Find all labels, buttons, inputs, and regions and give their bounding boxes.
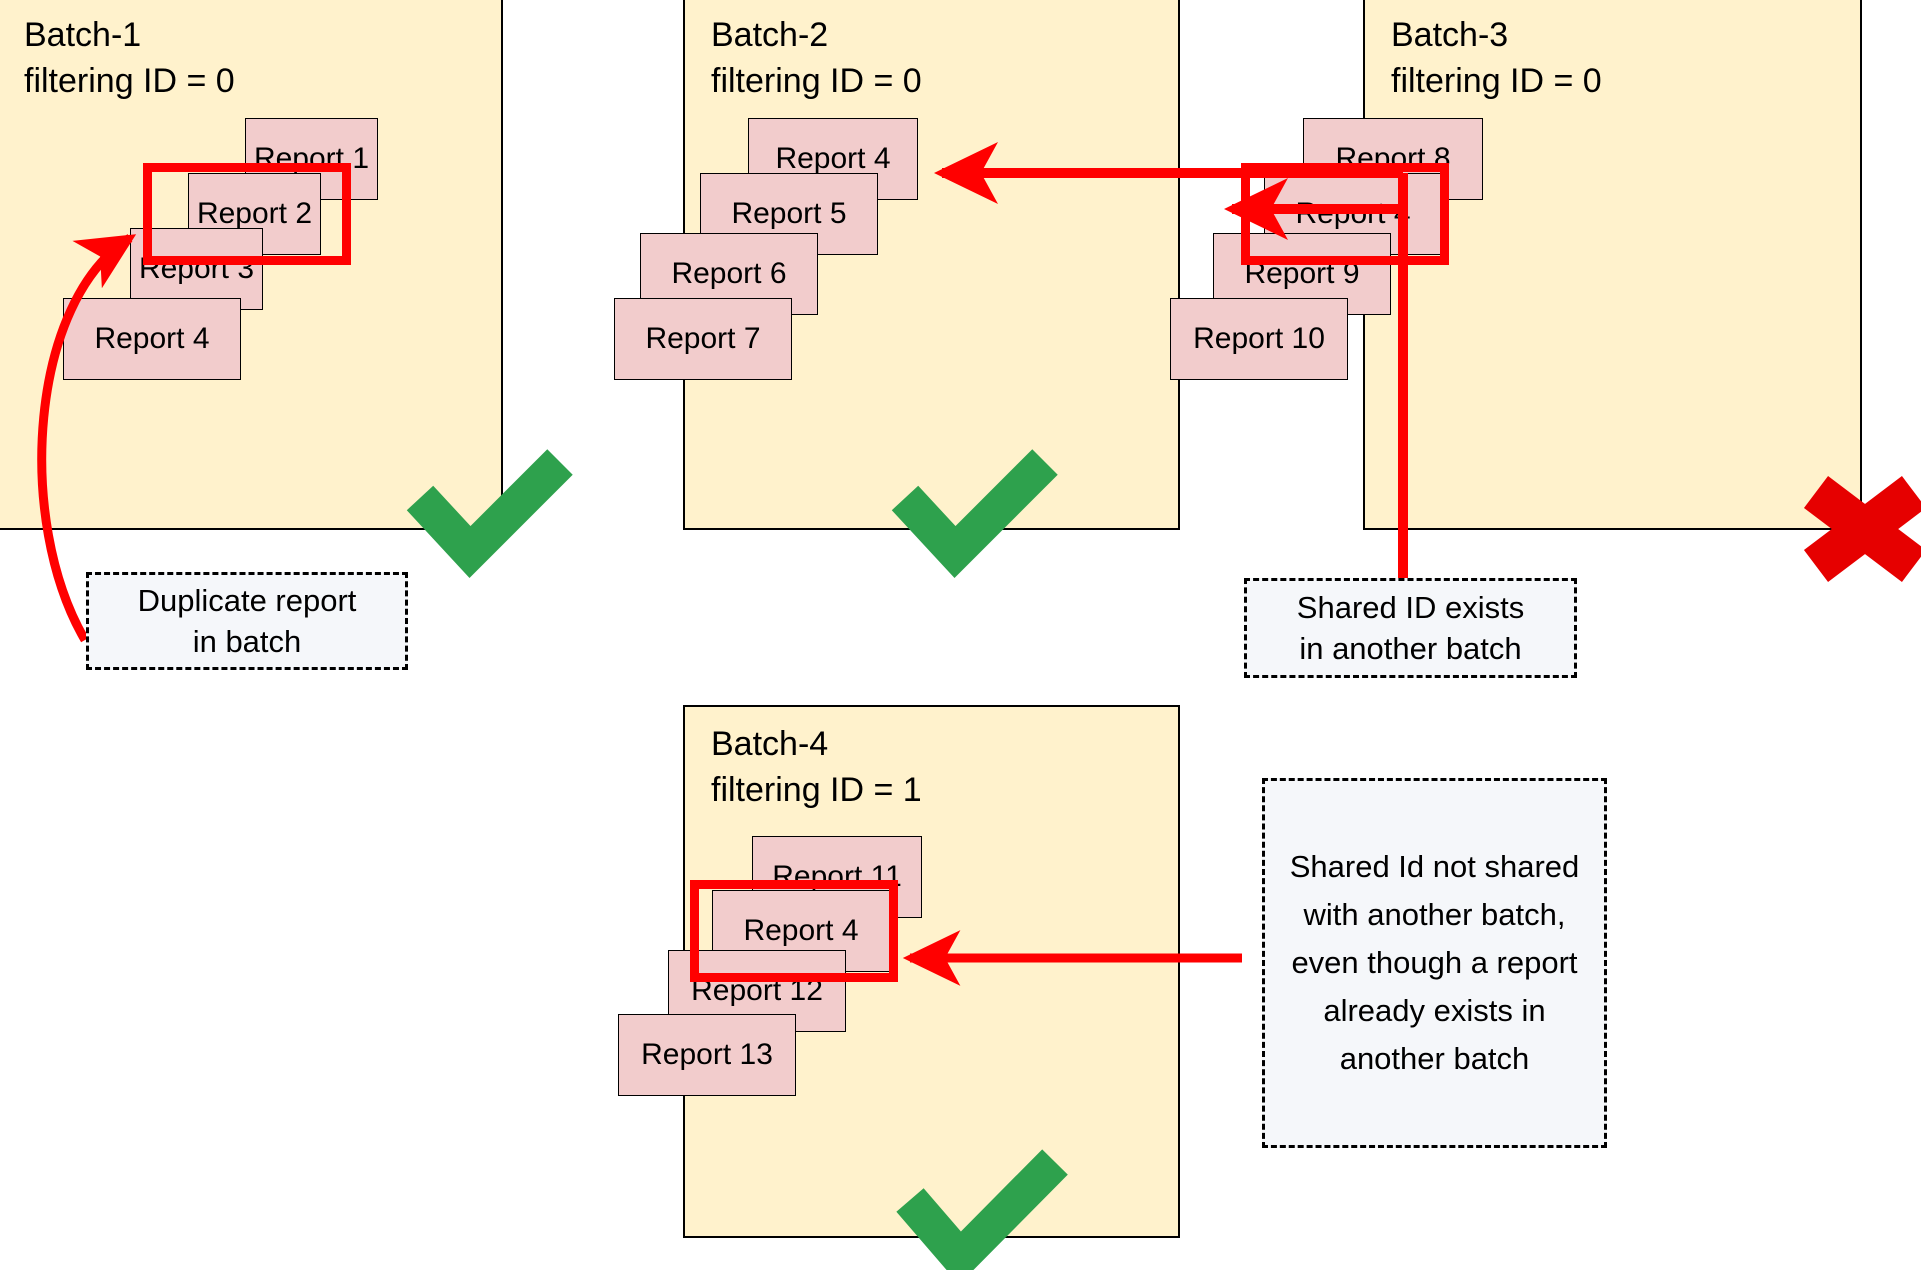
report-card-label: Report 13	[641, 1038, 773, 1071]
batch-panel-3: Batch-3 filtering ID = 0	[1363, 0, 1862, 530]
note-shared-id-not-shared: Shared Id not shared with another batch,…	[1262, 778, 1607, 1148]
note-text: Shared Id not shared with another batch,…	[1289, 849, 1580, 1076]
report-card-label: Report 6	[671, 257, 787, 290]
batch-1-title: Batch-1 filtering ID = 0	[24, 16, 235, 100]
report-card-batch3-4[interactable]: Report 10	[1170, 298, 1348, 380]
report-card-label: Report 5	[731, 197, 847, 230]
note-text: Duplicate report in batch	[137, 583, 357, 659]
highlight-box-batch1	[143, 163, 351, 265]
note-shared-id-exists: Shared ID exists in another batch	[1244, 578, 1577, 678]
report-card-label: Report 4	[775, 142, 891, 175]
note-duplicate-report: Duplicate report in batch	[86, 572, 408, 670]
report-card-batch4-4[interactable]: Report 13	[618, 1014, 796, 1096]
highlight-box-batch3	[1241, 163, 1449, 265]
note-text: Shared ID exists in another batch	[1296, 590, 1525, 666]
report-card-batch2-4[interactable]: Report 7	[614, 298, 792, 380]
batch-2-title: Batch-2 filtering ID = 0	[711, 16, 922, 100]
report-card-label: Report 7	[645, 322, 761, 355]
report-card-label: Report 4	[94, 322, 210, 355]
batch-4-title: Batch-4 filtering ID = 1	[711, 725, 922, 809]
report-card-label: Report 10	[1193, 322, 1325, 355]
report-card-batch1-4[interactable]: Report 4	[63, 298, 241, 380]
batch-3-title: Batch-3 filtering ID = 0	[1391, 16, 1602, 100]
highlight-box-batch4	[690, 880, 898, 982]
